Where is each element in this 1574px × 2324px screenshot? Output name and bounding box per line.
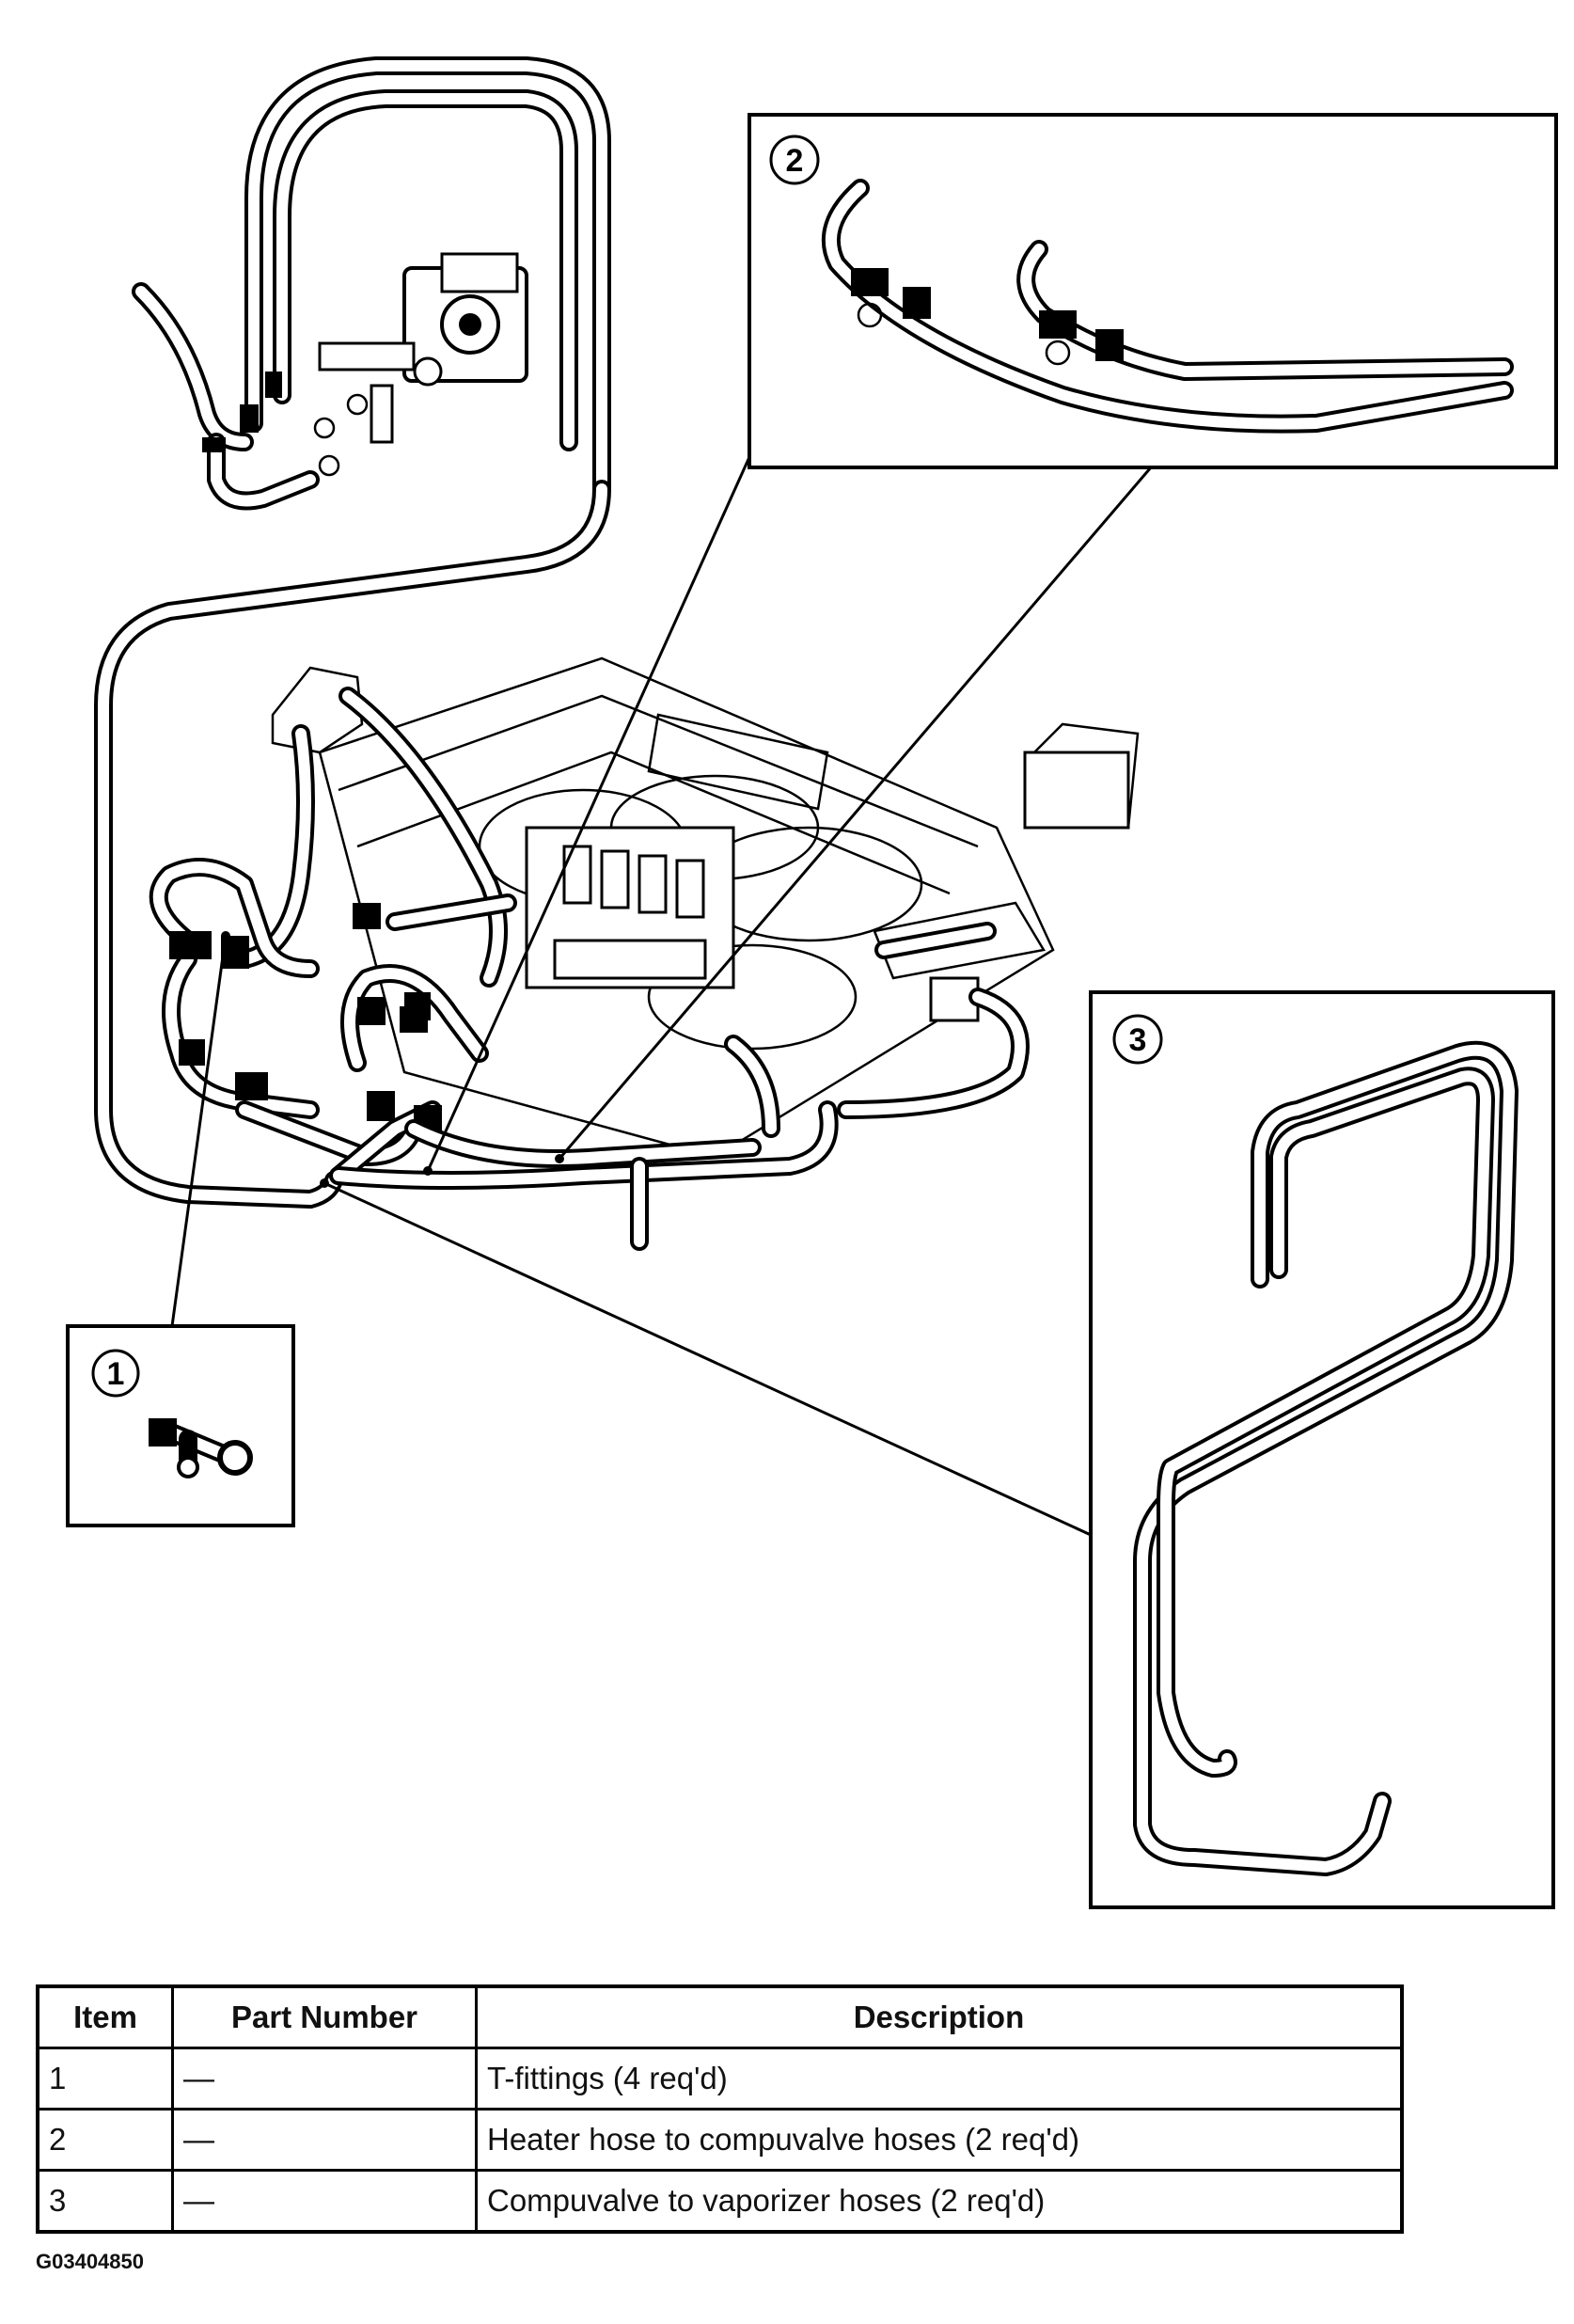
cell-part-number: — [171, 2108, 478, 2172]
cell-description: Heater hose to compuvalve hoses (2 req'd… [475, 2108, 1404, 2172]
callout-2-number: 2 [786, 143, 804, 179]
table-header-row: Item Part Number Description [36, 1984, 1404, 2049]
cell-description: T-fittings (4 req'd) [475, 2047, 1404, 2111]
hose-routing-diagram: .hose { fill: none; stroke: #000; stroke… [66, 56, 1558, 1909]
long-heater-hose [94, 480, 611, 1209]
callout-1-number: 1 [107, 1356, 125, 1392]
table-row: 2 — Heater hose to compuvalve hoses (2 r… [36, 2108, 1404, 2172]
cell-item: 1 [36, 2047, 174, 2111]
cell-part-number: — [171, 2047, 478, 2111]
cell-item: 3 [36, 2169, 174, 2234]
compuvalve-assembly [132, 56, 611, 511]
table-row: 1 — T-fittings (4 req'd) [36, 2047, 1404, 2111]
cell-part-number: — [171, 2169, 478, 2234]
header-part-number: Part Number [171, 1984, 478, 2049]
t-fitting-hoses [149, 858, 517, 1185]
engine-intake-manifold [235, 656, 1140, 1159]
parts-table: Item Part Number Description 1 — T-fitti… [36, 1984, 1404, 2234]
cell-item: 2 [36, 2108, 174, 2172]
inset-1-t-fittings: 1 [66, 1324, 295, 1527]
callout-3-number: 3 [1129, 1022, 1147, 1058]
cell-description: Compuvalve to vaporizer hoses (2 req'd) [475, 2169, 1404, 2234]
inset-3-compuvalve-to-vaporizer: 3 [1089, 990, 1555, 1909]
inset-2-heater-hose-to-compuvalve: 2 [748, 113, 1558, 469]
table-row: 3 — Compuvalve to vaporizer hoses (2 req… [36, 2169, 1404, 2234]
vaporizer-hoses [329, 1035, 839, 1251]
header-item: Item [36, 1984, 174, 2049]
leader-lines [170, 456, 1158, 1537]
figure-code: G03404850 [36, 2250, 144, 2273]
header-description: Description [475, 1984, 1404, 2049]
